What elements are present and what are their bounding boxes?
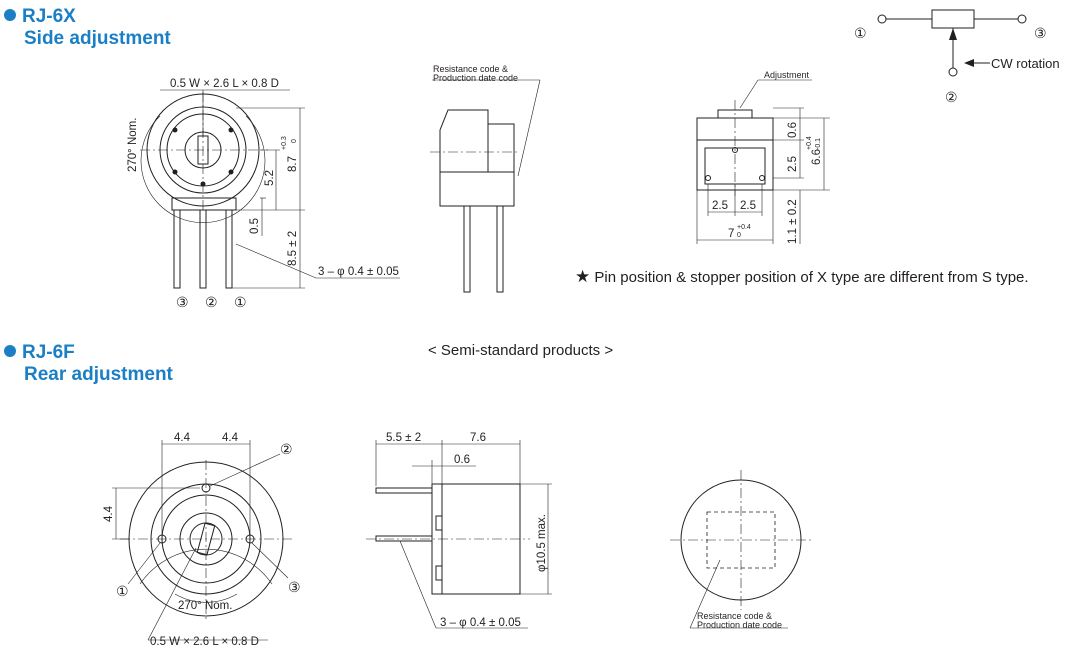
rj6x-lead-1 <box>225 209 233 289</box>
rj6f-front-view: 4.4 4.4 4.4 ② ① ③ 270° Nom. 0.5 W × 2.6 … <box>103 432 301 648</box>
rj6x-center: 5.2 <box>264 170 276 186</box>
cw-rotation-label: CW rotation <box>991 56 1060 71</box>
terminal-2-circle <box>948 67 958 77</box>
rj6f-angle: 270° Nom. <box>178 600 232 612</box>
rj6x-offset: 0.5 <box>249 218 261 234</box>
rj6x-total-h-tol-upper: +0.4 <box>806 136 813 150</box>
rj6f-marking-line1: Resistance code & <box>697 611 772 621</box>
rj6f-slot <box>196 522 216 556</box>
bullet-icon <box>4 345 16 357</box>
rj6x-pin-3: ③ <box>176 294 189 310</box>
rj6x-pitch-1: 2.5 <box>712 200 728 212</box>
resistor-body <box>931 9 975 29</box>
rj6f-side-view: 5.5 ± 2 7.6 0.6 φ10.5 max. 3 – φ 0.4 ± 0… <box>366 432 552 629</box>
semi-standard-note: < Semi-standard products > <box>428 342 614 359</box>
rj6f-header: RJ-6F Rear adjustment <box>4 342 173 386</box>
rj6x-width-tol-upper: +0.4 <box>737 224 751 231</box>
rj6x-lead-2 <box>199 209 207 289</box>
rj6x-header: RJ-6X Side adjustment <box>4 6 171 50</box>
rj6x-lead-3 <box>173 209 181 289</box>
rj6x-side-view: Resistance code & Production date code <box>430 64 541 293</box>
rj6x-height-tol-upper: +0.3 <box>281 136 288 150</box>
rj6x-height-tol-lower: 0 <box>291 139 298 143</box>
rj6x-angle: 270° Nom. <box>127 118 139 172</box>
star-note: ★ Pin position & stopper position of X t… <box>575 268 1029 287</box>
rj6x-front-view: 0.5 W × 2.6 L × 0.8 D 270° Nom. 8.7 +0.3… <box>127 78 400 310</box>
rj6f-pin-2: ② <box>280 441 293 457</box>
rj6f-diameter: φ10.5 max. <box>536 514 548 572</box>
rj6x-marking-line1: Resistance code & <box>433 64 508 74</box>
cw-arrow <box>964 59 974 67</box>
rj6f-slot-dim: 0.5 W × 2.6 L × 0.8 D <box>150 636 259 648</box>
adjustment-label: Adjustment <box>764 70 810 80</box>
rj6f-pin-3: ③ <box>288 579 301 595</box>
star-note-text: Pin position & stopper position of X typ… <box>594 269 1029 286</box>
rj6f-vertical-dim: 4.4 <box>103 505 115 522</box>
rj6x-width-tol-lower: 0 <box>737 232 741 239</box>
rj6x-subtitle: Side adjustment <box>24 28 171 49</box>
terminal-1-circle <box>877 14 887 24</box>
rj6f-lead-bottom <box>375 535 433 542</box>
rj6f-lead-dim: 5.5 ± 2 <box>386 432 421 444</box>
rj6x-width: 7 <box>728 228 734 240</box>
rj6x-height: 8.7 <box>287 156 299 172</box>
rj6x-standoff: 1.1 ± 0.2 <box>787 199 799 244</box>
rj6x-pitch-v: 2.5 <box>787 156 799 172</box>
rj6x-top-dim: 0.6 <box>787 122 799 138</box>
rj6f-left-dim: 4.4 <box>174 432 191 444</box>
rj6x-lead-length: 8.5 ± 2 <box>287 231 299 266</box>
rj6f-pin-1: ① <box>116 583 129 599</box>
wiper-arrow <box>949 28 957 40</box>
rj6x-bottom-view: Adjustment 0.6 2.5 6.6 +0.4 -0.1 1.1 ± 0… <box>696 70 830 244</box>
schematic-pin1: ① <box>854 25 867 41</box>
rj6x-total-height: 6.6 <box>811 149 823 165</box>
schematic-pin3: ③ <box>1034 25 1047 41</box>
rj6f-lead-top <box>375 487 433 494</box>
rj6f-offset-dim: 0.6 <box>454 454 470 466</box>
rj6x-marking-line2: Production date code <box>433 73 518 83</box>
rj6x-pitch-2: 2.5 <box>740 200 756 212</box>
star-icon: ★ <box>575 267 591 286</box>
rj6x-pin-dia: 3 – φ 0.4 ± 0.05 <box>318 266 399 278</box>
rj6x-pin-1: ① <box>234 294 247 310</box>
rj6f-marking-line2: Production date code <box>697 620 782 630</box>
schematic-pin2: ② <box>945 89 958 105</box>
terminal-3-circle <box>1017 14 1027 24</box>
rj6x-pin-2: ② <box>205 294 218 310</box>
rj6x-total-h-tol-lower: -0.1 <box>815 138 822 150</box>
rj6f-subtitle: Rear adjustment <box>24 364 173 385</box>
rj6f-pin-dia: 3 – φ 0.4 ± 0.05 <box>440 617 521 629</box>
rj6f-code: RJ-6F <box>22 342 75 363</box>
rj6x-slot-dim: 0.5 W × 2.6 L × 0.8 D <box>170 78 279 90</box>
rj6f-right-dim: 4.4 <box>222 432 239 444</box>
rj6x-code: RJ-6X <box>22 6 76 27</box>
rj6f-rear-view: Resistance code & Production date code <box>670 470 812 630</box>
schematic-symbol: ① ③ ② CW rotation <box>854 9 1060 105</box>
rj6f-body-dim: 7.6 <box>470 432 486 444</box>
bullet-icon <box>4 9 16 21</box>
